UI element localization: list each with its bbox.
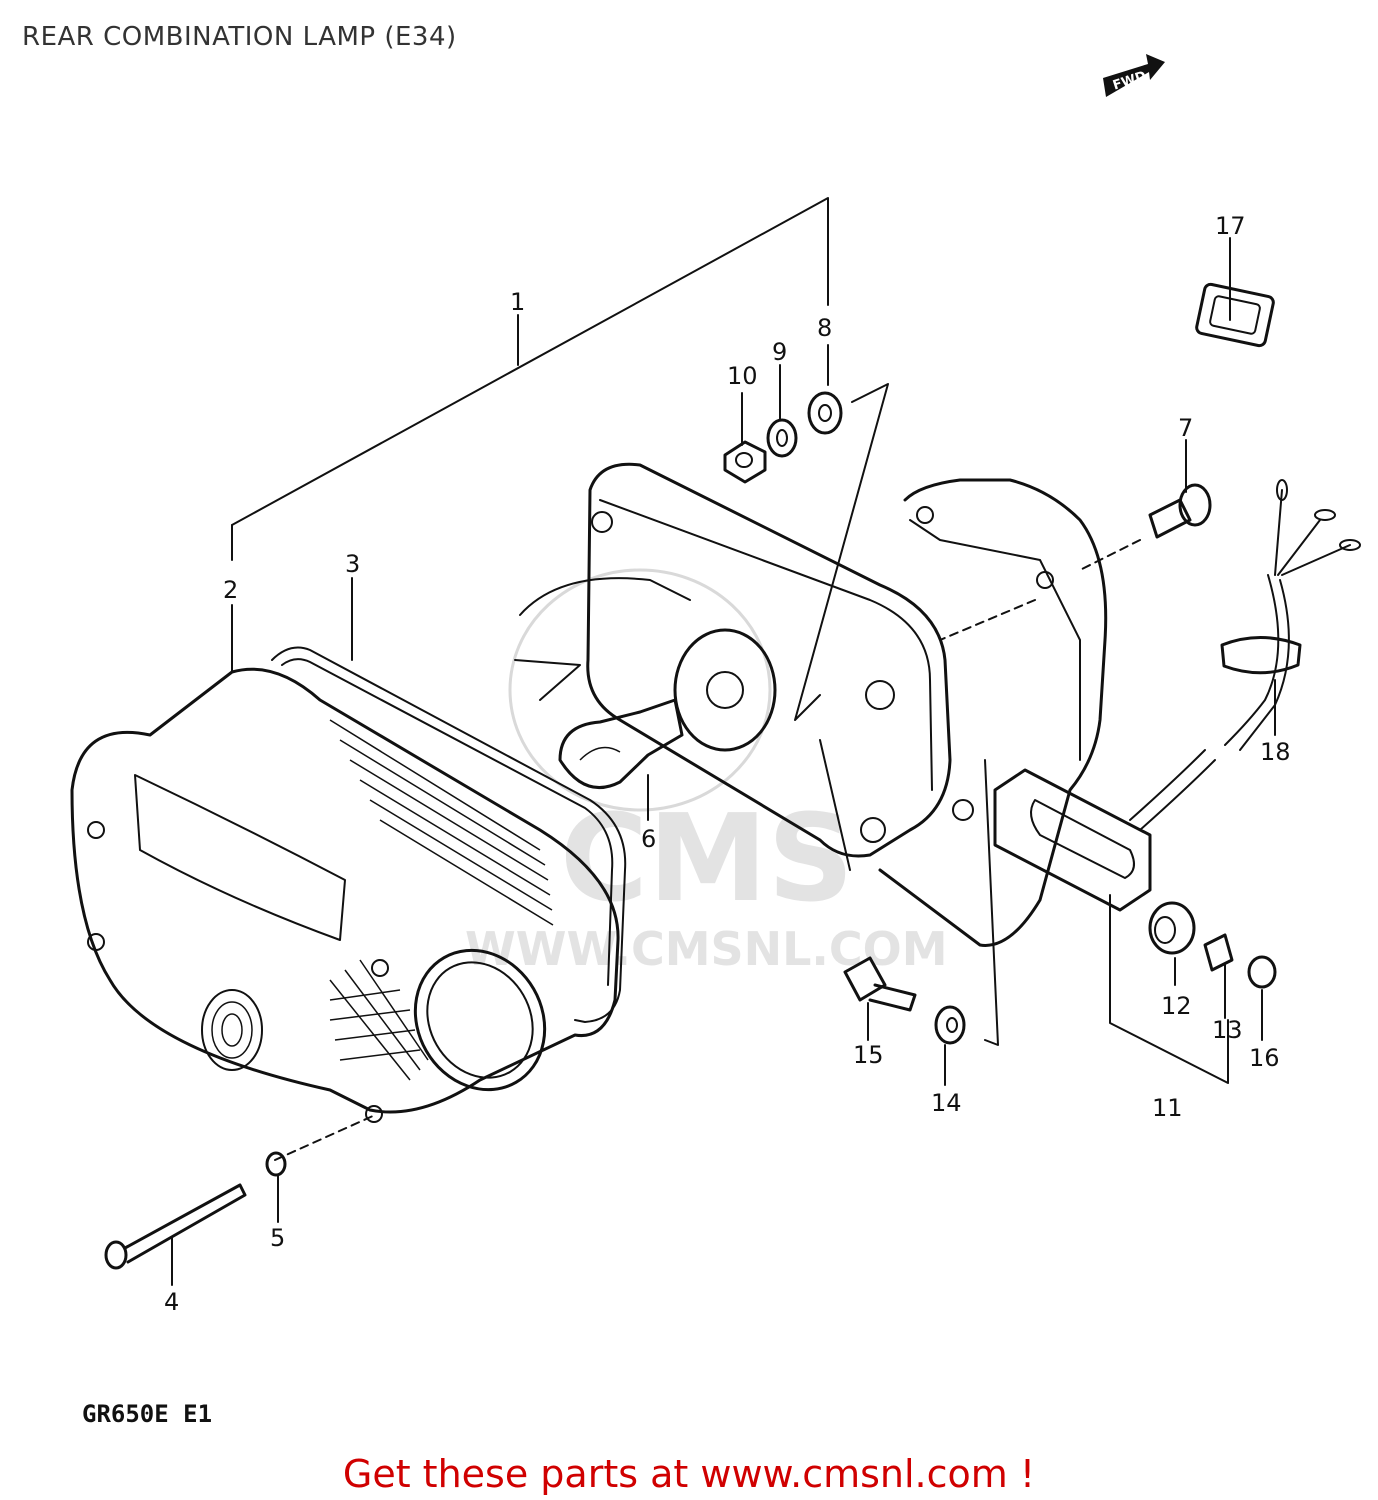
callout-16: 16 [1249, 1044, 1280, 1072]
model-code: GR650E E1 [82, 1400, 213, 1428]
callout-14: 14 [931, 1089, 962, 1117]
callout-labels: 1 2 3 4 5 6 7 8 9 10 11 12 13 14 15 16 1… [164, 212, 1291, 1316]
watermark-url: WWW.CMSNL.COM [465, 922, 948, 976]
fwd-arrow-icon: FWD [1103, 54, 1165, 97]
callout-13: 13 [1212, 1016, 1243, 1044]
bolt-15-leader [984, 759, 999, 1046]
cushion-part-12 [1148, 901, 1196, 955]
plate-bracket [993, 768, 1152, 912]
callout-15: 15 [853, 1041, 884, 1069]
callout-2: 2 [223, 576, 238, 604]
washer-part-14 [934, 1005, 966, 1045]
lamp-gasket [271, 646, 627, 1023]
callout-3: 3 [345, 550, 360, 578]
wire-grommet-part-18 [1129, 479, 1361, 831]
washer-part-5 [265, 1151, 287, 1177]
bolt-part-15 [843, 956, 917, 1012]
spacer-part-13 [1203, 933, 1234, 972]
callout-8: 8 [817, 314, 832, 342]
callout-17: 17 [1215, 212, 1246, 240]
callout-6: 6 [641, 825, 656, 853]
watermark-logo: CMS [560, 790, 854, 929]
nut-leader-line [794, 383, 889, 721]
callout-5: 5 [270, 1224, 285, 1252]
lamp-rear-bracket [878, 478, 1108, 947]
screw-part-4 [104, 1183, 247, 1270]
callout-4: 4 [164, 1288, 179, 1316]
callout-1: 1 [510, 288, 525, 316]
nut-part-16 [1247, 955, 1277, 989]
callout-leaders [171, 237, 1276, 1286]
bulb-part-6 [558, 698, 684, 790]
clip-part-17 [1195, 282, 1275, 348]
screw-leader-line [274, 1114, 376, 1161]
bolt-part-7 [1148, 483, 1212, 539]
callout-11: 11 [1152, 1094, 1183, 1122]
lamp-lens-housing [70, 667, 620, 1123]
assembly-bracket [231, 197, 829, 673]
page-title: REAR COMBINATION LAMP (E34) [22, 22, 457, 52]
nut-part-10 [723, 440, 767, 484]
callout-18: 18 [1260, 738, 1291, 766]
watermark: CMS WWW.CMSNL.COM [465, 568, 948, 976]
washer-part-9 [766, 418, 798, 458]
bolt-leader-line [939, 539, 1141, 641]
washer-part-8 [807, 391, 843, 435]
callout-12: 12 [1161, 992, 1192, 1020]
callout-9: 9 [772, 338, 787, 366]
fwd-label: FWD [1111, 69, 1148, 94]
callout-10: 10 [727, 362, 758, 390]
footer-link[interactable]: Get these parts at www.cmsnl.com ! [342, 1452, 1036, 1496]
lamp-base-plate [514, 462, 952, 871]
callout-7: 7 [1178, 414, 1193, 442]
